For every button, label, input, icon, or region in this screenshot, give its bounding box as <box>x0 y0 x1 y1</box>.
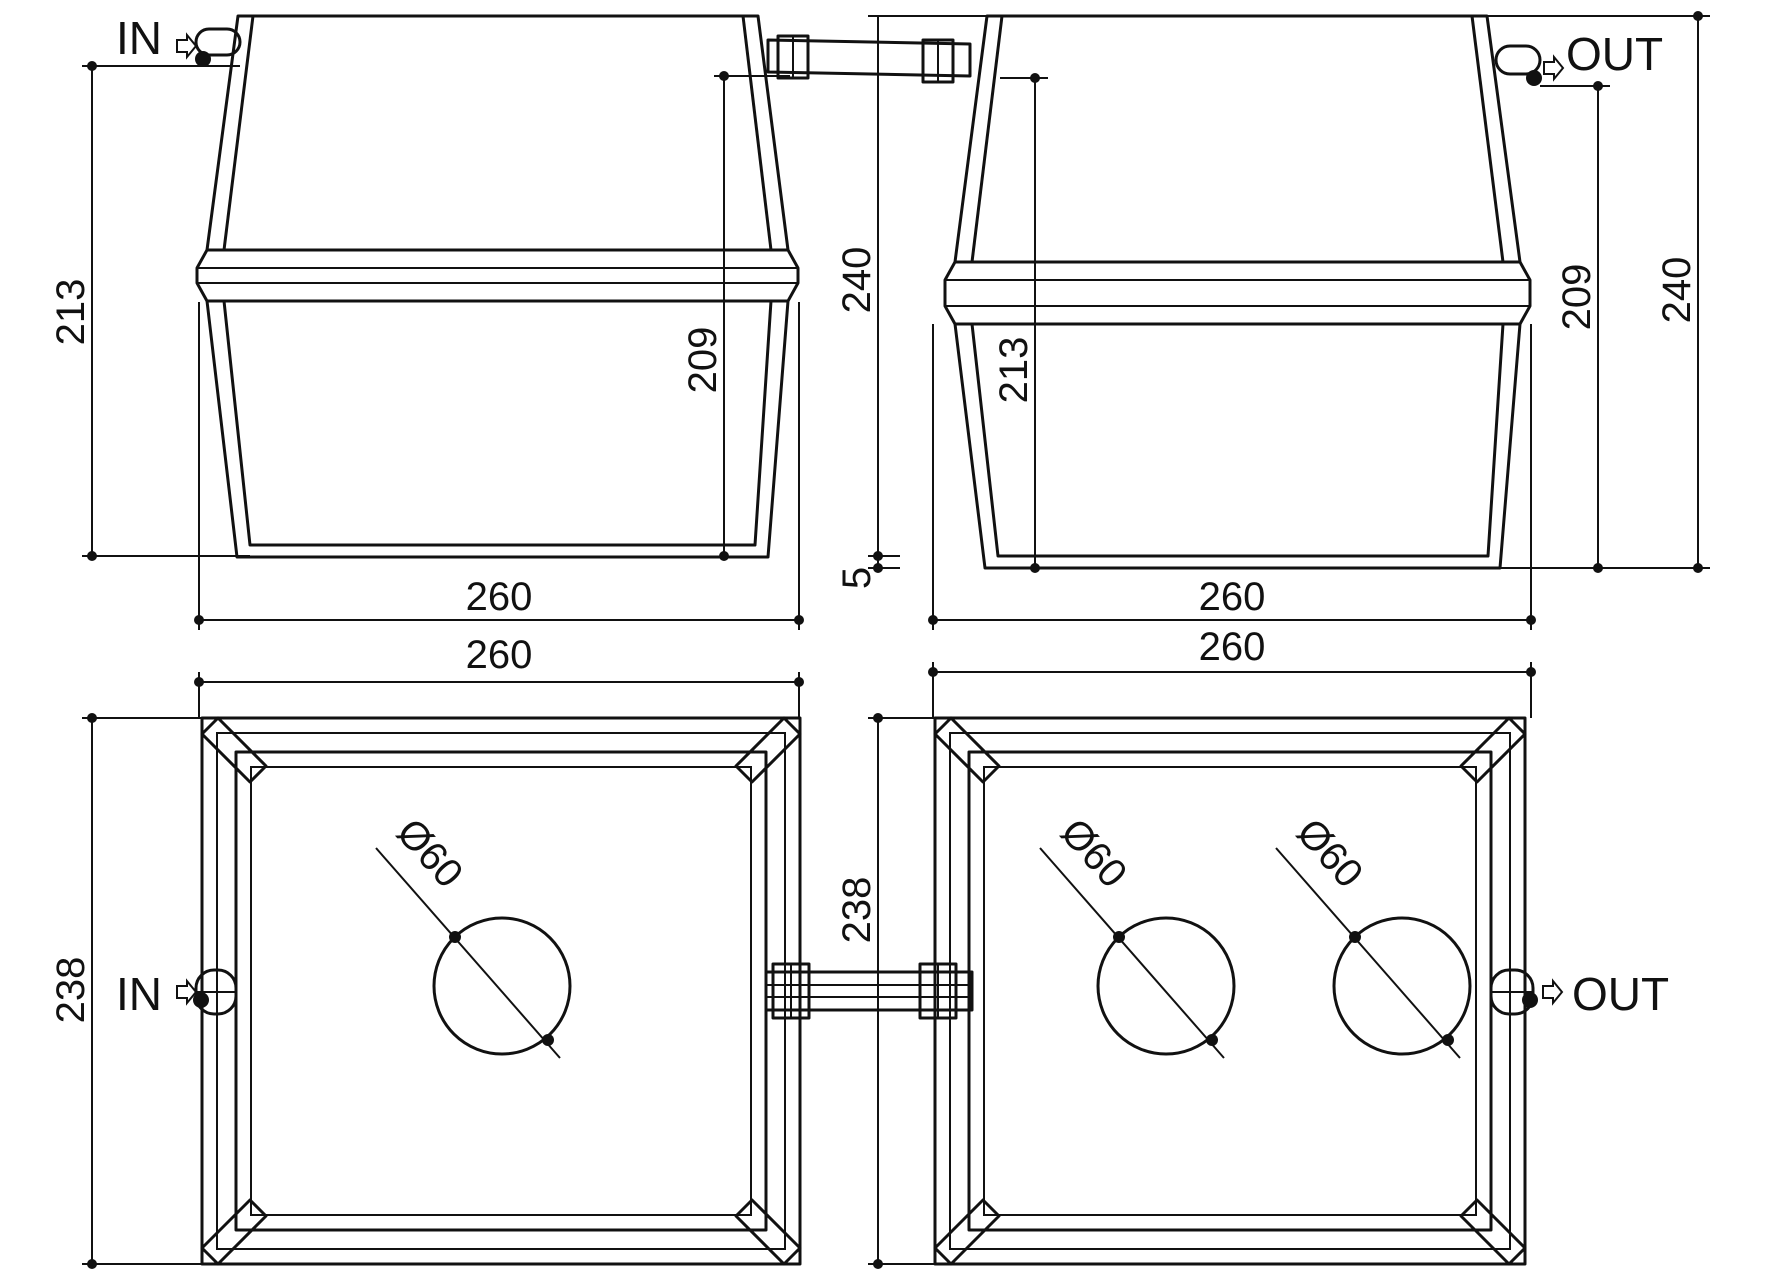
dim-right-height: 240 <box>835 247 879 314</box>
right-tank-plan-view <box>933 716 1538 1266</box>
inlet-label: IN <box>116 968 162 1020</box>
left-tank-plan-view <box>193 716 802 1266</box>
dimension-lines <box>82 11 1710 1269</box>
hole-diameter-label: Ø60 <box>388 810 471 896</box>
flow-arrows <box>176 32 1565 1006</box>
right-hole-a <box>1039 847 1236 1059</box>
connecting-pipe-plan <box>764 962 974 1020</box>
inlet-label: IN <box>116 12 162 64</box>
dim-right-outlet-height: 209 <box>1555 264 1599 331</box>
dim-left-inner: 209 <box>681 327 725 394</box>
dim-left-width: 260 <box>466 575 533 619</box>
left-tank-side-view <box>194 14 800 559</box>
right-outlet-plan <box>1489 968 1538 1016</box>
left-hole <box>375 847 572 1059</box>
outlet-label: OUT <box>1572 968 1669 1020</box>
hole-diameter-label: Ø60 <box>1052 810 1135 896</box>
inlet-arrow-icon <box>176 32 198 60</box>
right-outlet-pipe <box>1494 44 1542 86</box>
connecting-pipe-side <box>766 34 972 84</box>
dim-right-plan-width: 260 <box>1199 625 1266 669</box>
left-inlet-pipe <box>194 27 242 67</box>
outlet-arrow-icon <box>1543 54 1565 82</box>
left-inlet-plan <box>193 968 238 1016</box>
dim-right-plan-depth: 238 <box>835 877 879 944</box>
inlet-arrow-icon <box>176 978 198 1006</box>
right-hole-b <box>1275 847 1472 1059</box>
dim-left-plan-depth: 238 <box>49 957 93 1024</box>
outlet-arrow-icon <box>1542 978 1564 1006</box>
dim-left-plan-width: 260 <box>466 633 533 677</box>
dim-right-offset: 5 <box>835 567 879 589</box>
hole-diameter-label: Ø60 <box>1288 810 1371 896</box>
dim-right-width: 260 <box>1199 575 1266 619</box>
dim-right-total-height: 240 <box>1655 257 1699 324</box>
right-tank-side-view <box>943 14 1542 570</box>
labels: IN OUT IN OUT 213 209 260 260 238 240 21… <box>49 12 1699 1023</box>
dim-left-height: 213 <box>49 279 93 346</box>
outlet-label: OUT <box>1566 28 1663 80</box>
dim-right-inner: 213 <box>992 337 1036 404</box>
